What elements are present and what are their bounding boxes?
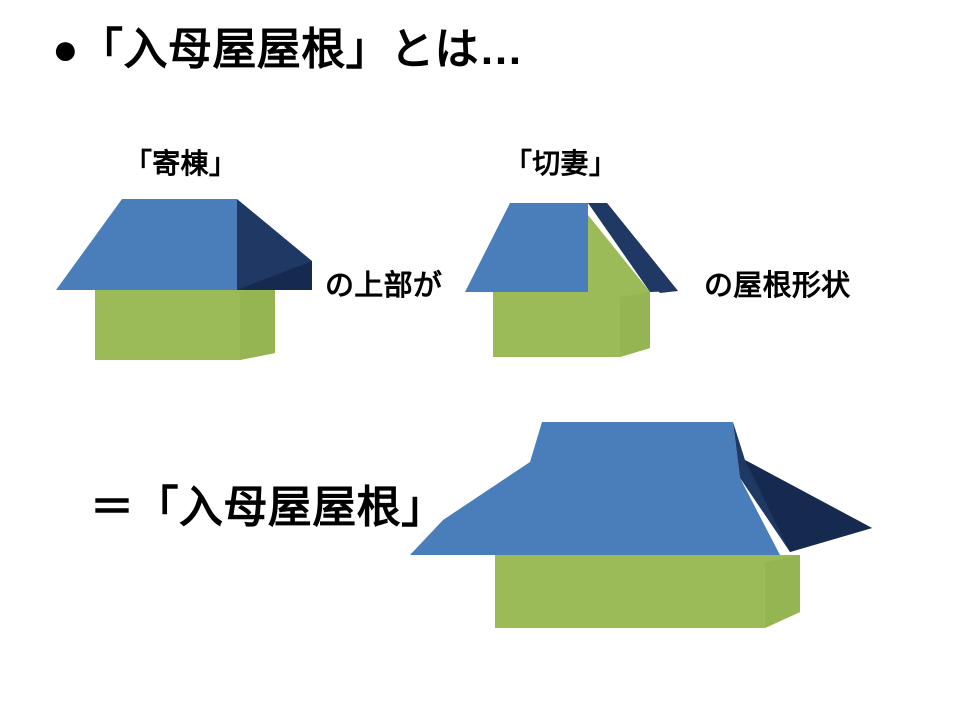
diagram-house-irimoya-roof	[410, 422, 872, 628]
label-hipped-roof: 「寄棟」	[124, 148, 238, 179]
connector-text-roof-shape: の屋根形状	[704, 270, 851, 302]
house-wall-green	[493, 292, 650, 357]
house-wall-green-shade	[620, 292, 650, 357]
roof-plane-front-blue	[465, 203, 588, 292]
house-wall-green-shade	[240, 285, 275, 360]
house-wall-green	[95, 285, 275, 360]
roof-plane-front-blue	[56, 199, 237, 290]
label-gable-roof: 「切妻」	[504, 148, 618, 179]
roof-hip-end-dark-lower	[237, 261, 312, 290]
house-wall-green-shade	[765, 555, 800, 628]
diagram-house-gable-roof	[465, 203, 678, 357]
diagram-house-hipped-roof	[56, 199, 312, 360]
conclusion-label: ＝「入母屋屋根」	[90, 483, 446, 532]
house-wall-green	[495, 555, 800, 628]
roof-hip-end-dark	[237, 199, 312, 290]
roof-hip-end-dark-lower	[745, 460, 872, 552]
page-title: ●「入母屋屋根」とは…	[52, 25, 524, 74]
roof-plane-front-blue	[410, 422, 780, 555]
connector-text-upper-part: の上部が	[325, 270, 443, 302]
roof-ridge-dark-shade	[588, 203, 678, 292]
